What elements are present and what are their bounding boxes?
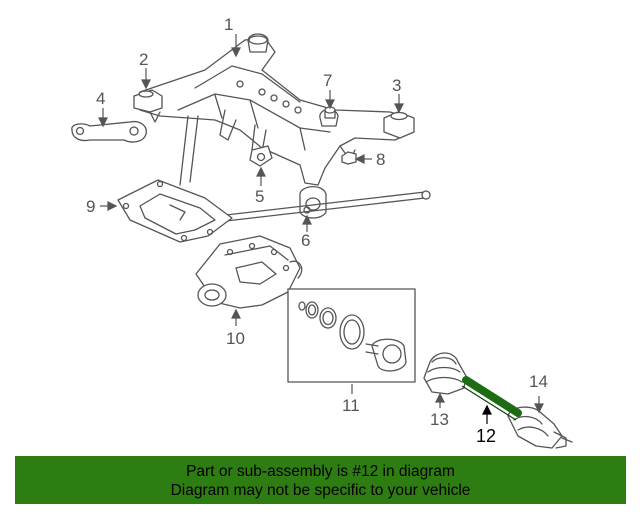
callout-6: 6 bbox=[301, 231, 311, 250]
part-info-banner: Part or sub-assembly is #12 in diagram D… bbox=[15, 456, 626, 504]
callout-12: 12 bbox=[476, 426, 497, 446]
callout-2: 2 bbox=[139, 50, 149, 69]
differential-part-10 bbox=[195, 235, 303, 309]
callout-3: 3 bbox=[392, 76, 402, 95]
mount-part-6 bbox=[299, 186, 327, 219]
callout-13: 13 bbox=[430, 410, 449, 429]
tie-rod bbox=[199, 190, 431, 225]
subframe-part-1 bbox=[139, 33, 413, 186]
banner-part-text: Part or sub-assembly is #12 in diagram bbox=[186, 463, 455, 480]
axle-shaft-part-12 bbox=[461, 376, 522, 421]
cv-boot-part-13 bbox=[423, 352, 467, 395]
callout-1: 1 bbox=[224, 15, 234, 34]
bushing-part-5 bbox=[249, 145, 273, 167]
seal-kit-part-11 bbox=[287, 288, 416, 383]
callout-8: 8 bbox=[376, 150, 386, 169]
bolt-part-7 bbox=[324, 106, 336, 119]
callout-11: 11 bbox=[342, 396, 360, 415]
callout-9: 9 bbox=[86, 197, 96, 216]
bracket-part-4 bbox=[71, 120, 147, 143]
plate-part-9 bbox=[117, 179, 233, 243]
callout-5: 5 bbox=[255, 187, 265, 206]
mount-part-3 bbox=[383, 111, 415, 139]
callout-14: 14 bbox=[529, 372, 548, 391]
nut-part-8 bbox=[341, 151, 357, 165]
leader-lines bbox=[98, 34, 544, 424]
callout-7: 7 bbox=[323, 71, 333, 90]
callout-4: 4 bbox=[96, 89, 106, 108]
mount-part-2 bbox=[133, 89, 163, 123]
callout-10: 10 bbox=[226, 329, 245, 348]
banner-disclaimer-text: Diagram may not be specific to your vehi… bbox=[170, 482, 471, 499]
